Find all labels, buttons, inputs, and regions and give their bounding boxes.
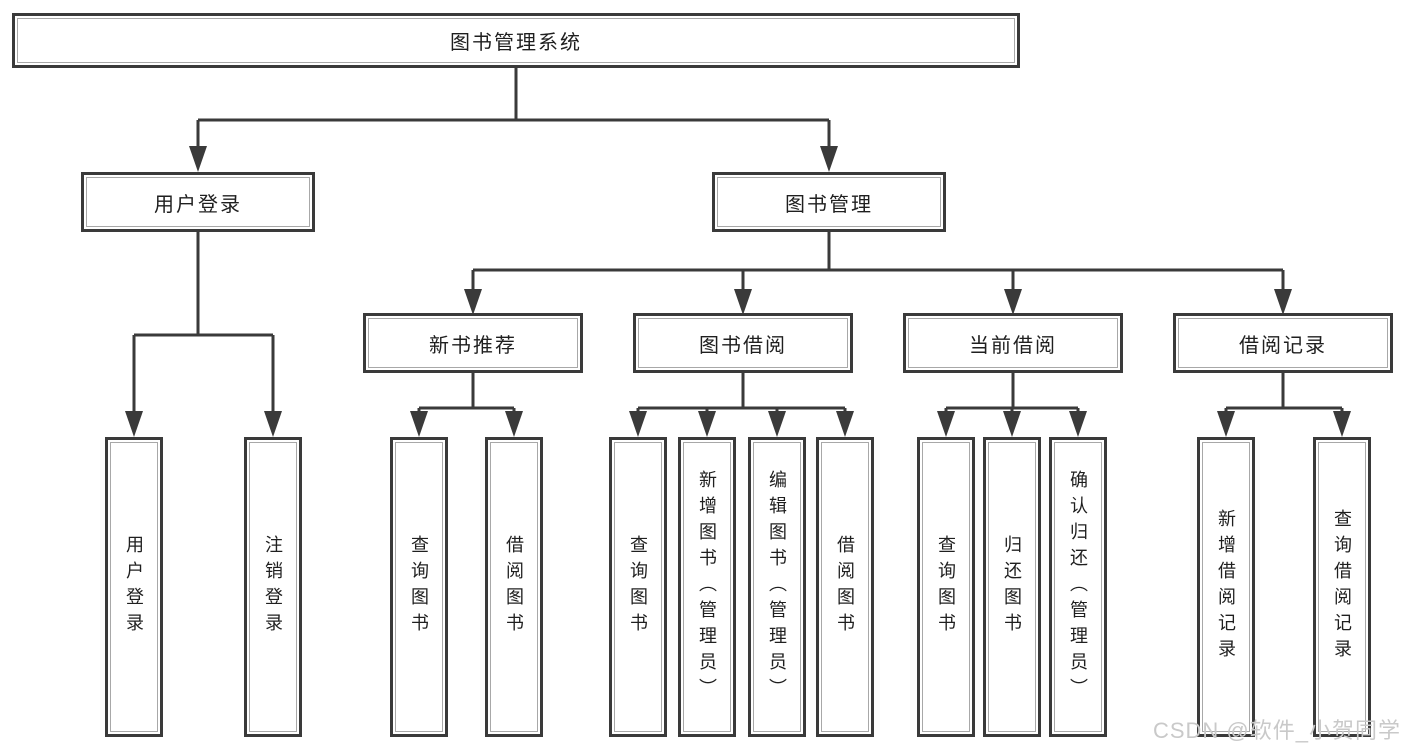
node-borrow-records: 借阅记录 [1173, 313, 1393, 373]
leaf-user-login: 用户登录 [105, 437, 163, 737]
leaf-confirm-return-admin: 确认归还（管理员） [1049, 437, 1107, 737]
leaf-query-books-borrow: 查询图书 [609, 437, 667, 737]
node-current-borrow: 当前借阅 [903, 313, 1123, 373]
leaf-logout: 注销登录 [244, 437, 302, 737]
arrowheads [125, 146, 1351, 437]
leaf-add-books-admin: 新增图书（管理员） [678, 437, 736, 737]
connector-root-to-level2 [196, 68, 831, 152]
leaf-query-borrow-record: 查询借阅记录 [1313, 437, 1371, 737]
node-book-borrow: 图书借阅 [633, 313, 853, 373]
node-book-management: 图书管理 [712, 172, 946, 232]
csdn-watermark: CSDN @软件_小贺同学 [1152, 718, 1401, 743]
leaf-query-books-current: 查询图书 [917, 437, 975, 737]
connector-new-book-to-leaves [417, 373, 516, 417]
connector-book-management-to-level3 [471, 232, 1285, 295]
leaf-borrow-books: 借阅图书 [816, 437, 874, 737]
node-new-book-recommend: 新书推荐 [363, 313, 583, 373]
leaf-borrow-books-recommend: 借阅图书 [485, 437, 543, 737]
node-user-login: 用户登录 [81, 172, 315, 232]
connector-borrow-records-to-leaves [1224, 373, 1344, 417]
connector-book-borrow-to-leaves [636, 373, 847, 417]
connector-current-borrow-to-leaves [944, 373, 1080, 417]
node-system-root: 图书管理系统 [12, 13, 1020, 68]
connector-user-login-to-leaves [132, 232, 275, 417]
leaf-return-books: 归还图书 [983, 437, 1041, 737]
leaf-edit-books-admin: 编辑图书（管理员） [748, 437, 806, 737]
leaf-add-borrow-record: 新增借阅记录 [1197, 437, 1255, 737]
leaf-query-books-recommend: 查询图书 [390, 437, 448, 737]
